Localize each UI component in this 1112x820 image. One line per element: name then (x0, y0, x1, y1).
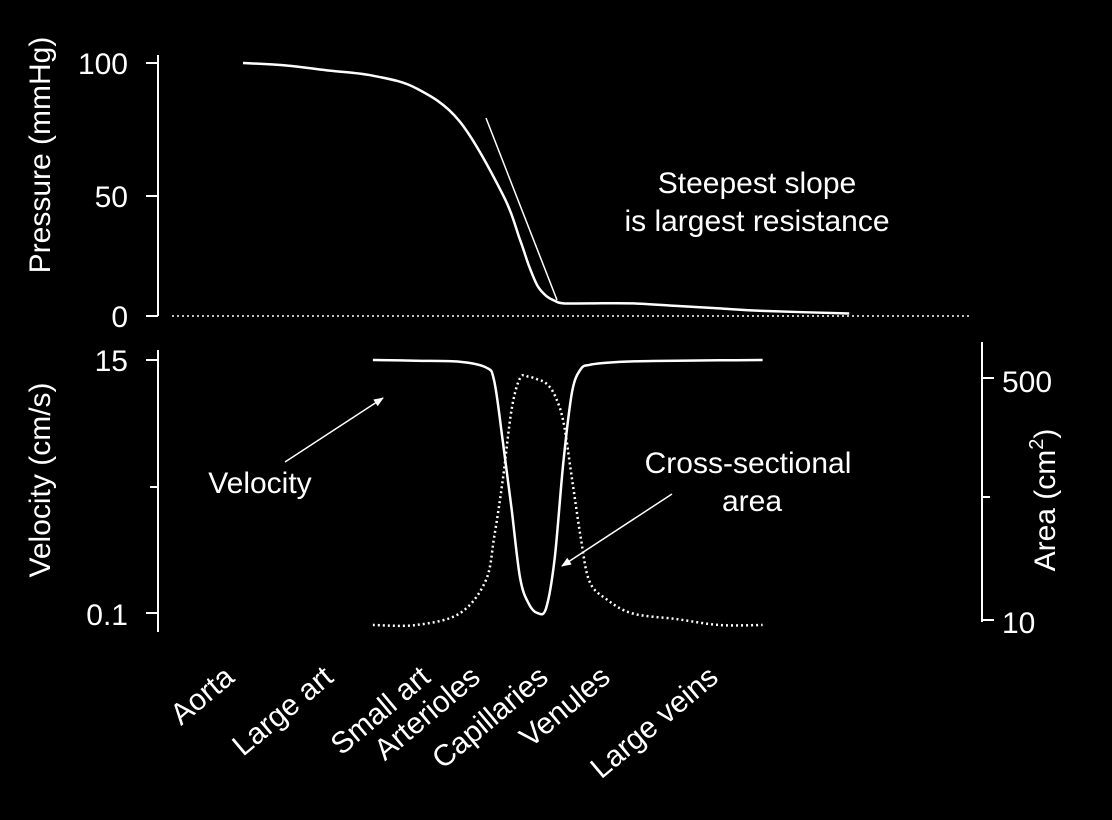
velocity-annotation: Velocity (208, 467, 311, 500)
area-y-axis-label-text: Area (cm (1029, 450, 1062, 572)
slope-annotation-line2: is largest resistance (624, 205, 889, 238)
pressure-tick-label-0: 0 (111, 301, 128, 334)
velocity-tick-label-0-1: 0.1 (86, 599, 128, 632)
area-curve (372, 373, 763, 628)
area-y-axis-label-superscript: 2 (1026, 439, 1048, 450)
pressure-panel: 100 50 0 Pressure (mmHg) Steepest slope … (24, 37, 970, 334)
area-annotation-line2: area (722, 485, 782, 518)
velocity-tick-label-15: 15 (95, 345, 128, 378)
area-tick-label-500: 500 (1002, 366, 1052, 399)
pressure-tick-label-100: 100 (78, 48, 128, 81)
category-label-aorta: Aorta (164, 660, 240, 732)
area-arrow (561, 493, 673, 567)
velocity-curve (372, 358, 763, 616)
velocity-arrow (284, 397, 384, 463)
slope-annotation-line1: Steepest slope (658, 167, 856, 200)
steepest-slope-tangent (485, 117, 558, 301)
pressure-tick-label-50: 50 (95, 181, 128, 214)
vessel-category-labels: Aorta Large art Small art Arterioles Cap… (164, 660, 724, 785)
velocity-area-panel: 15 0.1 Velocity (cm/s) 500 10 Area (cm2)… (24, 342, 1062, 640)
area-y-axis-label: Area (cm2) (1026, 429, 1062, 572)
category-label-large-art: Large art (226, 660, 340, 763)
pressure-y-axis-label: Pressure (mmHg) (24, 37, 57, 274)
area-y-axis-label-close: ) (1029, 429, 1062, 439)
velocity-y-axis-label: Velocity (cm/s) (24, 382, 57, 577)
area-annotation-line1: Cross-sectional (645, 447, 852, 480)
pressure-curve (242, 61, 850, 315)
area-tick-label-10: 10 (1002, 607, 1035, 640)
